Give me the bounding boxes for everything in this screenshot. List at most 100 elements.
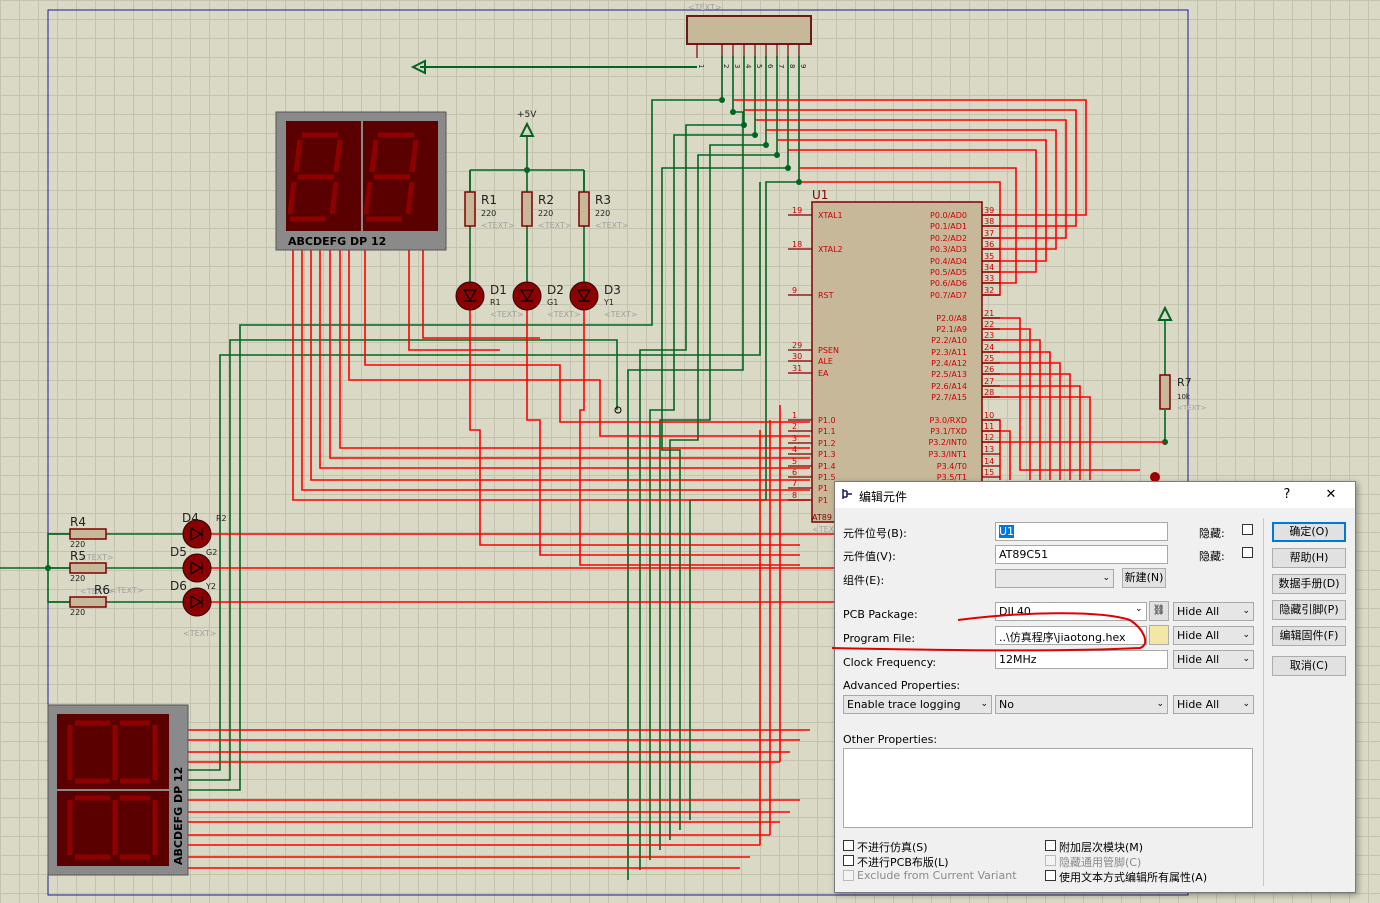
u1-left-pin-name: P1.3 [818,450,836,459]
u1-right-pin-num: 26 [984,365,994,374]
cancel-button[interactable]: 取消(C) [1272,656,1346,676]
resistor-text: <TEXT> [481,221,515,230]
ref-hide-checkbox[interactable] [1242,524,1253,535]
u1-right-pins: 39P0.0/AD038P0.1/AD137P0.2/AD236P0.3/AD3… [928,206,1000,482]
group-select[interactable]: ⌄ [995,569,1114,588]
cursor-marker [614,406,622,414]
hide-common-pins-checkbox [1045,855,1056,866]
advanced-hide-select[interactable]: Hide All⌄ [1173,695,1254,714]
binoculars-icon[interactable]: ⛓ [1149,601,1169,621]
u1-right-pin-num: 11 [984,422,994,431]
u1-left-pin-num: 19 [792,206,802,215]
value-field[interactable]: AT89C51 [995,545,1168,564]
u1-right-pin-num: 12 [984,433,994,442]
led-sub: R2 [216,514,227,523]
datasheet-button[interactable]: 数据手册(D) [1272,574,1346,594]
connector-pin-num: 6 [766,64,774,69]
resistor-ref: R6 [94,583,110,597]
chevron-down-icon: ⌄ [1242,699,1250,709]
u1-part: AT89 [812,513,832,522]
pcb-label: PCB Package: [843,608,918,621]
diode-icon [190,560,203,576]
u1-right-pin-name: P2.0/A8 [936,314,967,323]
no-sim-checkbox[interactable] [843,840,854,851]
u1-right-pin-num: 14 [984,457,994,466]
u1-right-pin-num: 34 [984,263,994,272]
power-arrow-r7-icon [1157,305,1173,321]
folder-icon[interactable] [1149,625,1169,645]
top-connector [686,15,812,45]
u1-left-pin-name: P1 [818,484,828,493]
diode-icon [462,289,478,302]
hide-common-pins-label: 隐藏通用管脚(C) [1059,856,1142,869]
connector-pin-num: 5 [755,64,763,68]
u1-right-pin-name: P0.6/AD6 [930,279,967,288]
u1-right-pin-num: 37 [984,229,994,238]
resistor-body [521,191,533,227]
connector-pin-num: 4 [744,64,752,69]
u1-left-pin-name: RST [818,291,834,300]
edit-all-text-checkbox[interactable] [1045,870,1056,881]
advanced-select[interactable]: Enable trace logging⌄ [843,695,992,714]
program-field[interactable]: ..\仿真程序\jiaotong.hex [995,626,1147,645]
u1-left-pin-num: 3 [792,434,797,443]
help-icon[interactable]: ? [1283,487,1291,502]
seven-segment-display-top: ABCDEFG DP 12 [275,111,447,251]
ok-button[interactable]: 确定(O) [1272,522,1346,542]
led-text: <TEXT> [490,310,524,319]
u1-right-pin-name: P0.1/AD1 [930,222,967,231]
r7-text: <TEXT> [1177,404,1207,412]
value-hide-checkbox[interactable] [1242,547,1253,558]
u1-left-pin-num: 29 [792,341,802,350]
resistor-text: <TEXT> [595,221,629,230]
hidden-pins-button[interactable]: 隐藏引脚(P) [1272,600,1346,620]
resistor-value: 220 [595,209,610,218]
u1-right-pin-num: 33 [984,274,994,283]
clock-hide-select[interactable]: Hide All⌄ [1173,650,1254,669]
dialog-titlebar[interactable]: 编辑元件 ? ✕ [835,482,1355,508]
u1-right-pin-name: P0.4/AD4 [930,257,967,266]
u1-left-pin-name: P1.1 [818,427,836,436]
u1-right-pin-num: 15 [984,468,994,477]
led-text: <TEXT> [604,310,638,319]
seg-bottom-pin-label: ABCDEFG DP 12 [172,767,185,865]
led-ref: D2 [547,283,564,297]
pcb-hide-select[interactable]: Hide All⌄ [1173,602,1254,621]
resistor-body [578,191,590,227]
u1-ref: U1 [812,188,828,202]
connector-pin-num: 1 [697,64,705,68]
edit-firmware-button[interactable]: 编辑固件(F) [1272,626,1346,646]
u1-right-pin-name: P3.5/T1 [937,473,967,482]
program-hide-value: Hide All [1177,629,1220,642]
u1-right-pin-num: 10 [984,411,994,420]
value-label: 元件值(V): [843,550,896,563]
program-hide-select[interactable]: Hide All⌄ [1173,626,1254,645]
pcb-field[interactable]: DIL40 [995,602,1147,621]
value-hide-label: 隐藏: [1199,550,1225,563]
u1-left-pin-num: 18 [792,240,802,249]
u1-right-pin-num: 27 [984,377,994,386]
connector-pin-num: 2 [722,64,730,68]
connector-pin-num: 3 [733,64,741,68]
attach-hier-checkbox[interactable] [1045,840,1056,851]
led-ref: D6 [170,579,187,593]
help-button[interactable]: 帮助(H) [1272,548,1346,568]
ref-field[interactable]: U1 [995,522,1168,541]
clock-field[interactable]: 12MHz [995,650,1168,669]
u1-right-pin-num: 21 [984,309,994,318]
u1-left-pin-name: P1.5 [818,473,836,482]
u1-right-pin-num: 13 [984,445,994,454]
pcb-dropdown-icon[interactable]: ⌄ [1135,604,1143,614]
close-icon[interactable]: ✕ [1325,487,1337,502]
u1-right-pin-name: P2.4/A12 [931,359,967,368]
u1-right-pin-name: P3.3/INT1 [928,450,967,459]
no-pcb-checkbox[interactable] [843,855,854,866]
advanced-value-select[interactable]: No⌄ [995,695,1168,714]
other-properties-textarea[interactable] [843,748,1253,828]
new-button[interactable]: 新建(N) [1122,568,1166,588]
connector-pin-num: 7 [777,64,785,68]
r7-value: 10k [1177,393,1191,401]
u1-right-pin-name: P3.0/RXD [930,416,967,425]
u1-left-pin-num: 7 [792,479,797,488]
